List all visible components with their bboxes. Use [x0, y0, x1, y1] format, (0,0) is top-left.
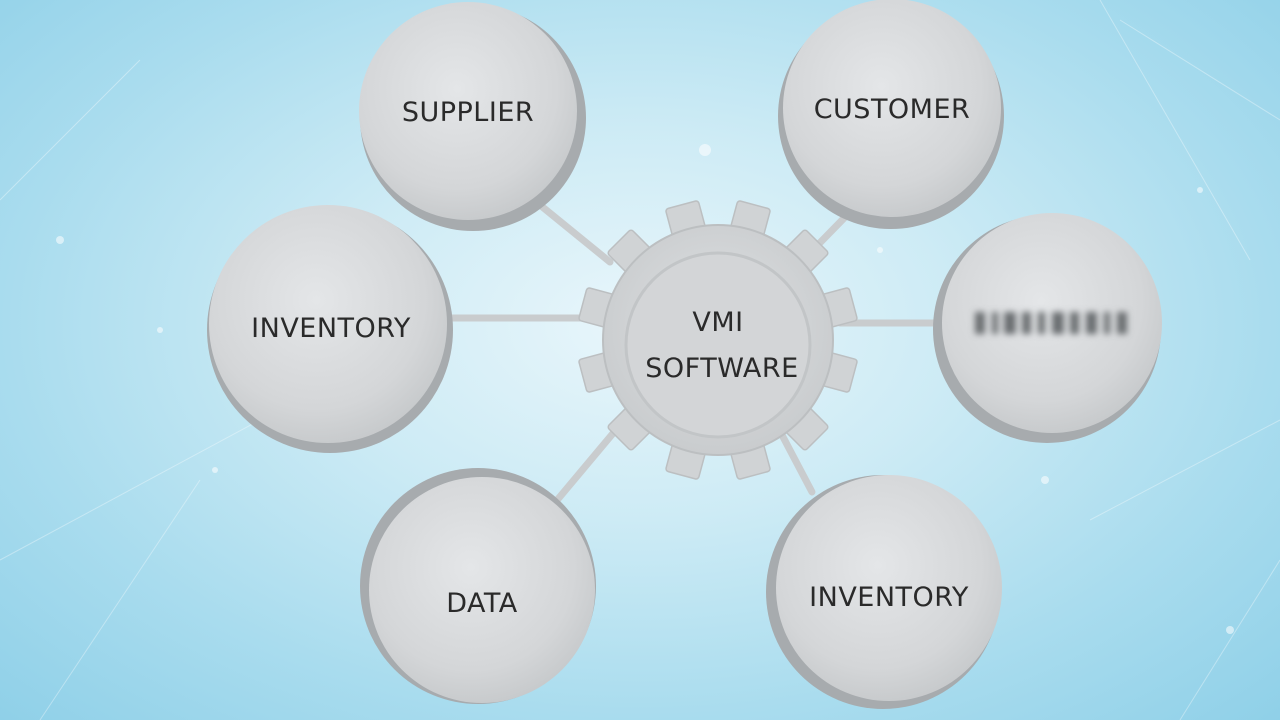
- node-supplier-label: SUPPLIER: [402, 97, 534, 128]
- blurred-text-mark: [975, 312, 1127, 334]
- node-blurred-right: [933, 213, 1162, 443]
- node-customer: CUSTOMER: [778, 0, 1004, 229]
- node-data-label: DATA: [446, 588, 518, 619]
- node-data: DATA: [360, 468, 596, 704]
- node-inventory-bottom: INVENTORY: [766, 475, 1002, 709]
- node-inventory-bottom-label: INVENTORY: [809, 582, 969, 613]
- center-label-line1: VMI: [692, 307, 743, 338]
- node-supplier: SUPPLIER: [359, 2, 586, 231]
- node-inventory-left: INVENTORY: [207, 205, 453, 453]
- connector-supplier: [536, 201, 614, 266]
- node-inventory-left-label: INVENTORY: [251, 313, 411, 344]
- connector-inventory-bottom: [778, 431, 816, 496]
- center-label-line2: SOFTWARE: [645, 353, 798, 384]
- connector-data: [549, 421, 624, 509]
- node-customer-label: CUSTOMER: [814, 94, 971, 125]
- center-gear: VMI SOFTWARE: [578, 200, 858, 480]
